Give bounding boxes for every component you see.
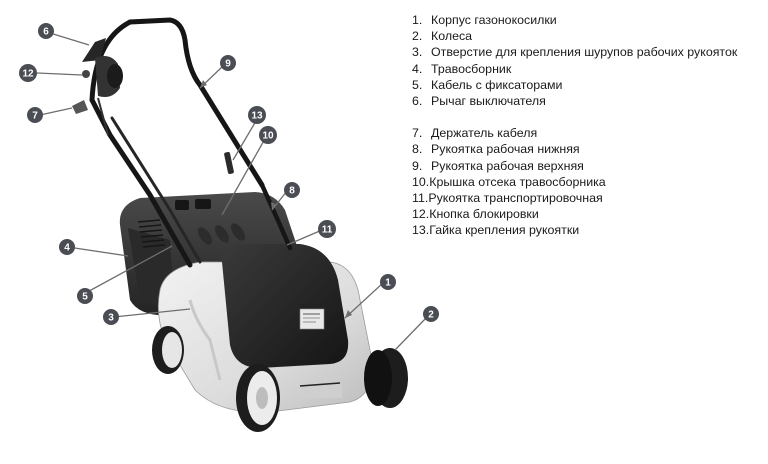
svg-text:7: 7 bbox=[32, 111, 38, 122]
legend-label: Держатель кабеля bbox=[431, 126, 538, 141]
legend-label: Кабель с фиксаторами bbox=[431, 77, 563, 92]
legend-item-5: 5. Кабель с фиксаторами bbox=[412, 77, 762, 93]
callout-2: 2 bbox=[423, 306, 439, 322]
arrow-heads bbox=[200, 80, 352, 318]
legend-number: 13. bbox=[412, 223, 430, 238]
callout-6: 6 bbox=[38, 23, 54, 39]
legend-item-9: 9. Рукоятка рабочая верхняя bbox=[412, 158, 762, 174]
legend-label: Рукоятка рабочая верхняя bbox=[431, 158, 584, 173]
callout-10: 10 bbox=[259, 126, 277, 144]
parts-legend: 1. Корпус газонокосилки 2. Колеса 3. Отверс… bbox=[412, 12, 762, 239]
legend-label: Рукоятка рабочая нижняя bbox=[431, 142, 580, 157]
svg-text:2: 2 bbox=[428, 310, 434, 321]
svg-text:9: 9 bbox=[225, 59, 231, 70]
svg-text:10: 10 bbox=[262, 131, 274, 142]
legend-label: Крышка отсека травосборника bbox=[429, 174, 606, 189]
callout-4: 4 bbox=[59, 239, 75, 255]
svg-text:6: 6 bbox=[43, 27, 49, 38]
front-wheel-left bbox=[236, 364, 280, 432]
legend-number: 5. bbox=[412, 77, 423, 92]
legend-item-6: 6. Рычаг выключателя bbox=[412, 93, 762, 109]
callout-5: 5 bbox=[77, 288, 93, 304]
callout-11: 11 bbox=[318, 220, 336, 238]
leader-lines bbox=[36, 32, 429, 351]
svg-text:8: 8 bbox=[289, 186, 295, 197]
svg-text:5: 5 bbox=[82, 292, 88, 303]
legend-label: Колеса bbox=[431, 29, 473, 44]
callout-7: 7 bbox=[27, 107, 43, 123]
svg-text:3: 3 bbox=[108, 313, 114, 324]
svg-text:13: 13 bbox=[251, 111, 263, 122]
legend-label: Корпус газонокосилки bbox=[431, 13, 557, 27]
legend-number: 8. bbox=[412, 142, 423, 157]
legend-label: Кнопка блокировки bbox=[429, 207, 539, 222]
callout-8: 8 bbox=[284, 182, 300, 198]
legend-label: Рычаг выключателя bbox=[431, 94, 546, 109]
legend-number: 1. bbox=[412, 13, 423, 27]
svg-text:12: 12 bbox=[22, 69, 34, 80]
legend-number: 11. bbox=[412, 191, 429, 206]
legend-item-10: 10.Крышка отсека травосборника bbox=[412, 174, 762, 190]
legend-number: 6. bbox=[412, 94, 423, 109]
legend-number: 9. bbox=[412, 158, 423, 173]
legend-item-13: 13.Гайка крепления рукоятки bbox=[412, 222, 762, 238]
svg-text:4: 4 bbox=[64, 243, 70, 254]
legend-number: 7. bbox=[412, 126, 423, 141]
front-wheel-right bbox=[364, 348, 408, 408]
svg-text:1: 1 bbox=[385, 278, 391, 289]
legend-item-11: 11.Рукоятка транспортировочная bbox=[412, 190, 762, 206]
legend-label: Рукоятка транспортировочная bbox=[428, 191, 603, 206]
legend-number: 12. bbox=[412, 207, 430, 222]
legend-group-2: 7. Держатель кабеля 8. Рукоятка рабочая ни… bbox=[412, 125, 762, 238]
legend-number: 4. bbox=[412, 61, 423, 76]
callout-13: 13 bbox=[248, 106, 266, 124]
callout-9: 9 bbox=[220, 55, 236, 71]
callout-markers: 6 12 7 9 13 10 8 11 4 5 3 1 2 bbox=[19, 23, 439, 325]
motor-housing bbox=[221, 244, 349, 368]
legend-item-4: 4. Травосборник bbox=[412, 61, 762, 77]
legend-item-3: 3. Отверстие для крепления шурупов рабочи… bbox=[412, 44, 762, 60]
legend-group-1: 1. Корпус газонокосилки 2. Колеса 3. Отверс… bbox=[412, 12, 762, 109]
legend-item-12: 12.Кнопка блокировки bbox=[412, 206, 762, 222]
callout-1: 1 bbox=[380, 274, 396, 290]
legend-label: Отверстие для крепления шурупов рабочих … bbox=[431, 45, 738, 60]
callout-3: 3 bbox=[103, 309, 119, 325]
switch-box bbox=[72, 38, 123, 136]
svg-text:11: 11 bbox=[322, 225, 333, 236]
legend-item-8: 8. Рукоятка рабочая нижняя bbox=[412, 141, 762, 157]
callout-12: 12 bbox=[19, 64, 37, 82]
legend-item-2: 2. Колеса bbox=[412, 28, 762, 44]
legend-number: 10. bbox=[412, 174, 430, 189]
legend-number: 2. bbox=[412, 29, 423, 44]
legend-label: Травосборник bbox=[431, 61, 512, 76]
rear-wheel bbox=[152, 326, 184, 374]
legend-item-1: 1. Корпус газонокосилки bbox=[412, 12, 762, 28]
legend-item-7: 7. Держатель кабеля bbox=[412, 125, 762, 141]
legend-number: 3. bbox=[412, 45, 423, 60]
legend-label: Гайка крепления рукоятки bbox=[429, 223, 580, 238]
